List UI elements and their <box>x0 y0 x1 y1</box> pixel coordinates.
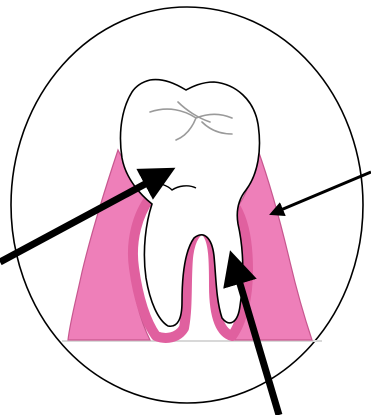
arrow-to-gum <box>276 172 371 212</box>
